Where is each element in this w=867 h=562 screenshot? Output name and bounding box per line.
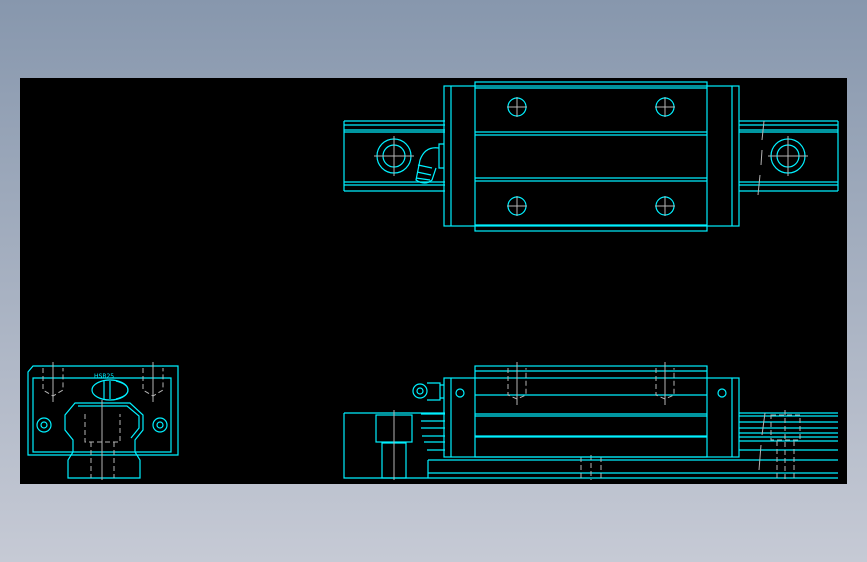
rail-side [343, 410, 838, 480]
grease-nipple-side [412, 382, 444, 401]
mounting-holes-top [507, 97, 675, 216]
end-view: HSR25 [27, 362, 179, 480]
drawing-area [20, 78, 847, 484]
grease-nipple-top [415, 143, 444, 184]
end-view-label: HSR25 [94, 373, 114, 380]
carriage-side [443, 362, 740, 458]
rail-top-left [343, 120, 445, 192]
rail-top-right [739, 120, 839, 196]
carriage-top [443, 81, 740, 232]
top-view [343, 81, 839, 232]
side-view [343, 362, 838, 480]
